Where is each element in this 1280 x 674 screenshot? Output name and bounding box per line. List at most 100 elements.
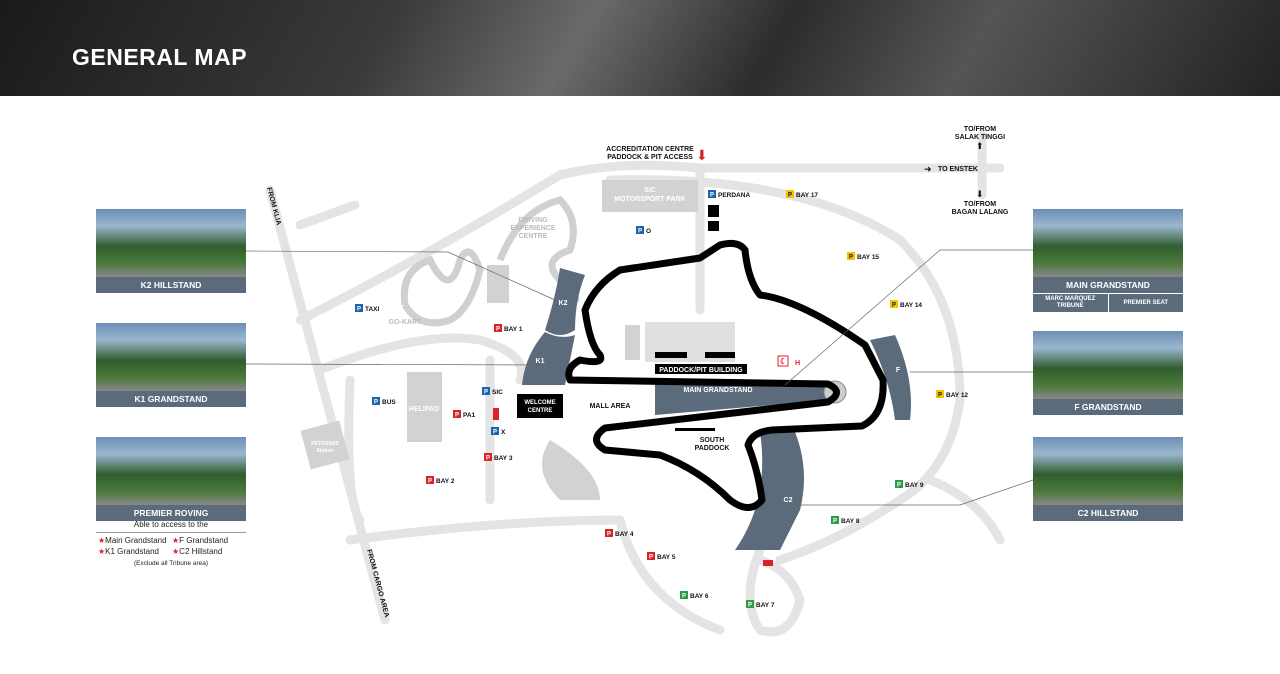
photo-k2-hillstand: K2 HILLSTAND xyxy=(96,209,246,293)
arrow-down-icon: ⬇ xyxy=(976,189,984,199)
parking-label-pa1: PA1 xyxy=(463,412,476,419)
page-title: GENERAL MAP xyxy=(72,44,248,70)
parking-label-bay8: BAY 8 xyxy=(841,518,860,525)
area-labels: MAIN GRANDSTAND MALL AREA SOUTH PADDOCK … xyxy=(265,126,1009,618)
toilet-icon xyxy=(708,221,719,231)
star-icon: ★ xyxy=(172,547,180,556)
parking-glyph: P xyxy=(374,400,378,406)
roving-item: ★Main Grandstand xyxy=(98,536,172,545)
parking-label-bay3: BAY 3 xyxy=(494,455,513,462)
parking-icon xyxy=(890,300,898,308)
paddock-label-box xyxy=(655,364,747,374)
parking-icon xyxy=(494,324,502,332)
parking-glyph: P xyxy=(607,532,611,538)
premier-photo xyxy=(96,437,246,505)
caption: K1 GRANDSTAND xyxy=(96,391,246,407)
caption-marquez: MARC MARQUEZ TRIBUNE xyxy=(1045,296,1096,309)
arrow-right-icon: ➜ xyxy=(924,164,932,174)
parking-icon xyxy=(636,226,644,234)
parking-glyph: P xyxy=(649,555,653,561)
photo-premier-roving: PREMIER ROVING xyxy=(96,437,246,521)
caption-premier-seat: PREMIER SEAT xyxy=(1107,294,1184,312)
parking-label-bay6: BAY 6 xyxy=(690,593,709,600)
parking-icon xyxy=(895,480,903,488)
photo-f-grandstand: F GRANDSTAND xyxy=(1033,331,1183,415)
label: DRIVING xyxy=(518,217,548,224)
parking-glyph: P xyxy=(897,483,901,489)
race-track xyxy=(565,239,887,511)
caption: C2 HILLSTAND xyxy=(1033,505,1183,521)
label: SOUTH xyxy=(700,437,725,444)
roving-access-info: Able to access to the ★Main Grandstand ★… xyxy=(96,520,246,567)
f-photo xyxy=(1033,331,1183,399)
parking-glyph: P xyxy=(710,193,714,199)
parking-glyph: P xyxy=(833,519,837,525)
label: TO ENSTEK xyxy=(938,166,978,173)
label: EXPERIENCE xyxy=(510,225,555,232)
grandstand-k1 xyxy=(522,332,575,385)
label: MALL AREA xyxy=(590,403,631,410)
parking-icon xyxy=(484,453,492,461)
label: TO/FROM xyxy=(964,201,996,208)
label: PADDOCK & PIT ACCESS xyxy=(607,154,693,161)
parking-icon xyxy=(708,190,716,198)
parking-glyph: P xyxy=(849,255,853,261)
parking-label-bay5: BAY 5 xyxy=(657,554,676,561)
leader-lines xyxy=(245,249,1034,506)
parking-icon xyxy=(372,397,380,405)
roving-label: C2 Hillstand xyxy=(179,547,223,556)
label: CENTRE xyxy=(519,233,548,240)
red-flag-marker xyxy=(493,408,499,420)
parking-label-taxi: TAXI xyxy=(365,306,380,313)
building-marker xyxy=(708,205,719,217)
grandstand-c2 xyxy=(735,432,804,550)
crescent-glyph: ☾ xyxy=(780,357,787,366)
roving-note: (Exclude all Tribune area) xyxy=(133,560,209,567)
label: SALAK TINGGI xyxy=(955,134,1005,141)
label: MAIN GRANDSTAND xyxy=(683,387,752,394)
arrow-down-icon: ⬇ xyxy=(696,147,708,163)
parking-glyph: P xyxy=(788,193,792,199)
label: Station xyxy=(317,448,334,454)
label: PETRONAS xyxy=(311,441,339,447)
parking-label-bay12: BAY 12 xyxy=(946,392,968,399)
parking-label-bay4: BAY 4 xyxy=(615,531,634,538)
roving-title: Able to access to the xyxy=(96,520,246,533)
parking-icon xyxy=(491,427,499,435)
parking-label-bay1: BAY 1 xyxy=(504,326,523,333)
parking-label-bay2: BAY 2 xyxy=(436,478,455,485)
pit-garages xyxy=(705,352,735,358)
parking-glyph: P xyxy=(455,413,459,419)
parking-icon xyxy=(426,476,434,484)
parking-glyph: P xyxy=(892,303,896,309)
label: C2 xyxy=(784,497,793,504)
parking-label-x: X xyxy=(501,429,506,436)
parking-glyph: P xyxy=(748,603,752,609)
caption: F GRANDSTAND xyxy=(1033,399,1183,415)
caption: PREMIER ROVING xyxy=(96,505,246,521)
label: ACCREDITATION CENTRE xyxy=(606,146,694,153)
parking-glyph: P xyxy=(682,594,686,600)
paddock-label: PADDOCK/PIT BUILDING xyxy=(659,367,743,374)
grandstand-main xyxy=(655,383,830,415)
south-paddock-marker xyxy=(675,428,715,431)
parking-icon xyxy=(647,552,655,560)
caption: K2 HILLSTAND xyxy=(96,277,246,293)
parking-label-bus: BUS xyxy=(382,399,396,406)
parking-label-sic: SIC xyxy=(492,389,503,396)
k1-photo xyxy=(96,323,246,391)
roving-item: ★C2 Hillstand xyxy=(172,547,246,556)
label: GO-KART xyxy=(389,319,422,326)
circuit-map: ☾ WELCOME CENTRE PADDOCK/PIT BUILDING MA… xyxy=(245,126,1034,637)
parking-icon xyxy=(831,516,839,524)
parking-glyph: P xyxy=(486,456,490,462)
parking-icon xyxy=(605,529,613,537)
header-banner: GENERAL MAP xyxy=(0,0,1280,96)
roving-label: K1 Grandstand xyxy=(105,547,159,556)
label: TO/FROM xyxy=(964,126,996,133)
photo-c2-hillstand: C2 HILLSTAND xyxy=(1033,437,1183,521)
welcome-centre xyxy=(517,394,563,418)
parking-label-bay15: BAY 15 xyxy=(857,254,879,261)
